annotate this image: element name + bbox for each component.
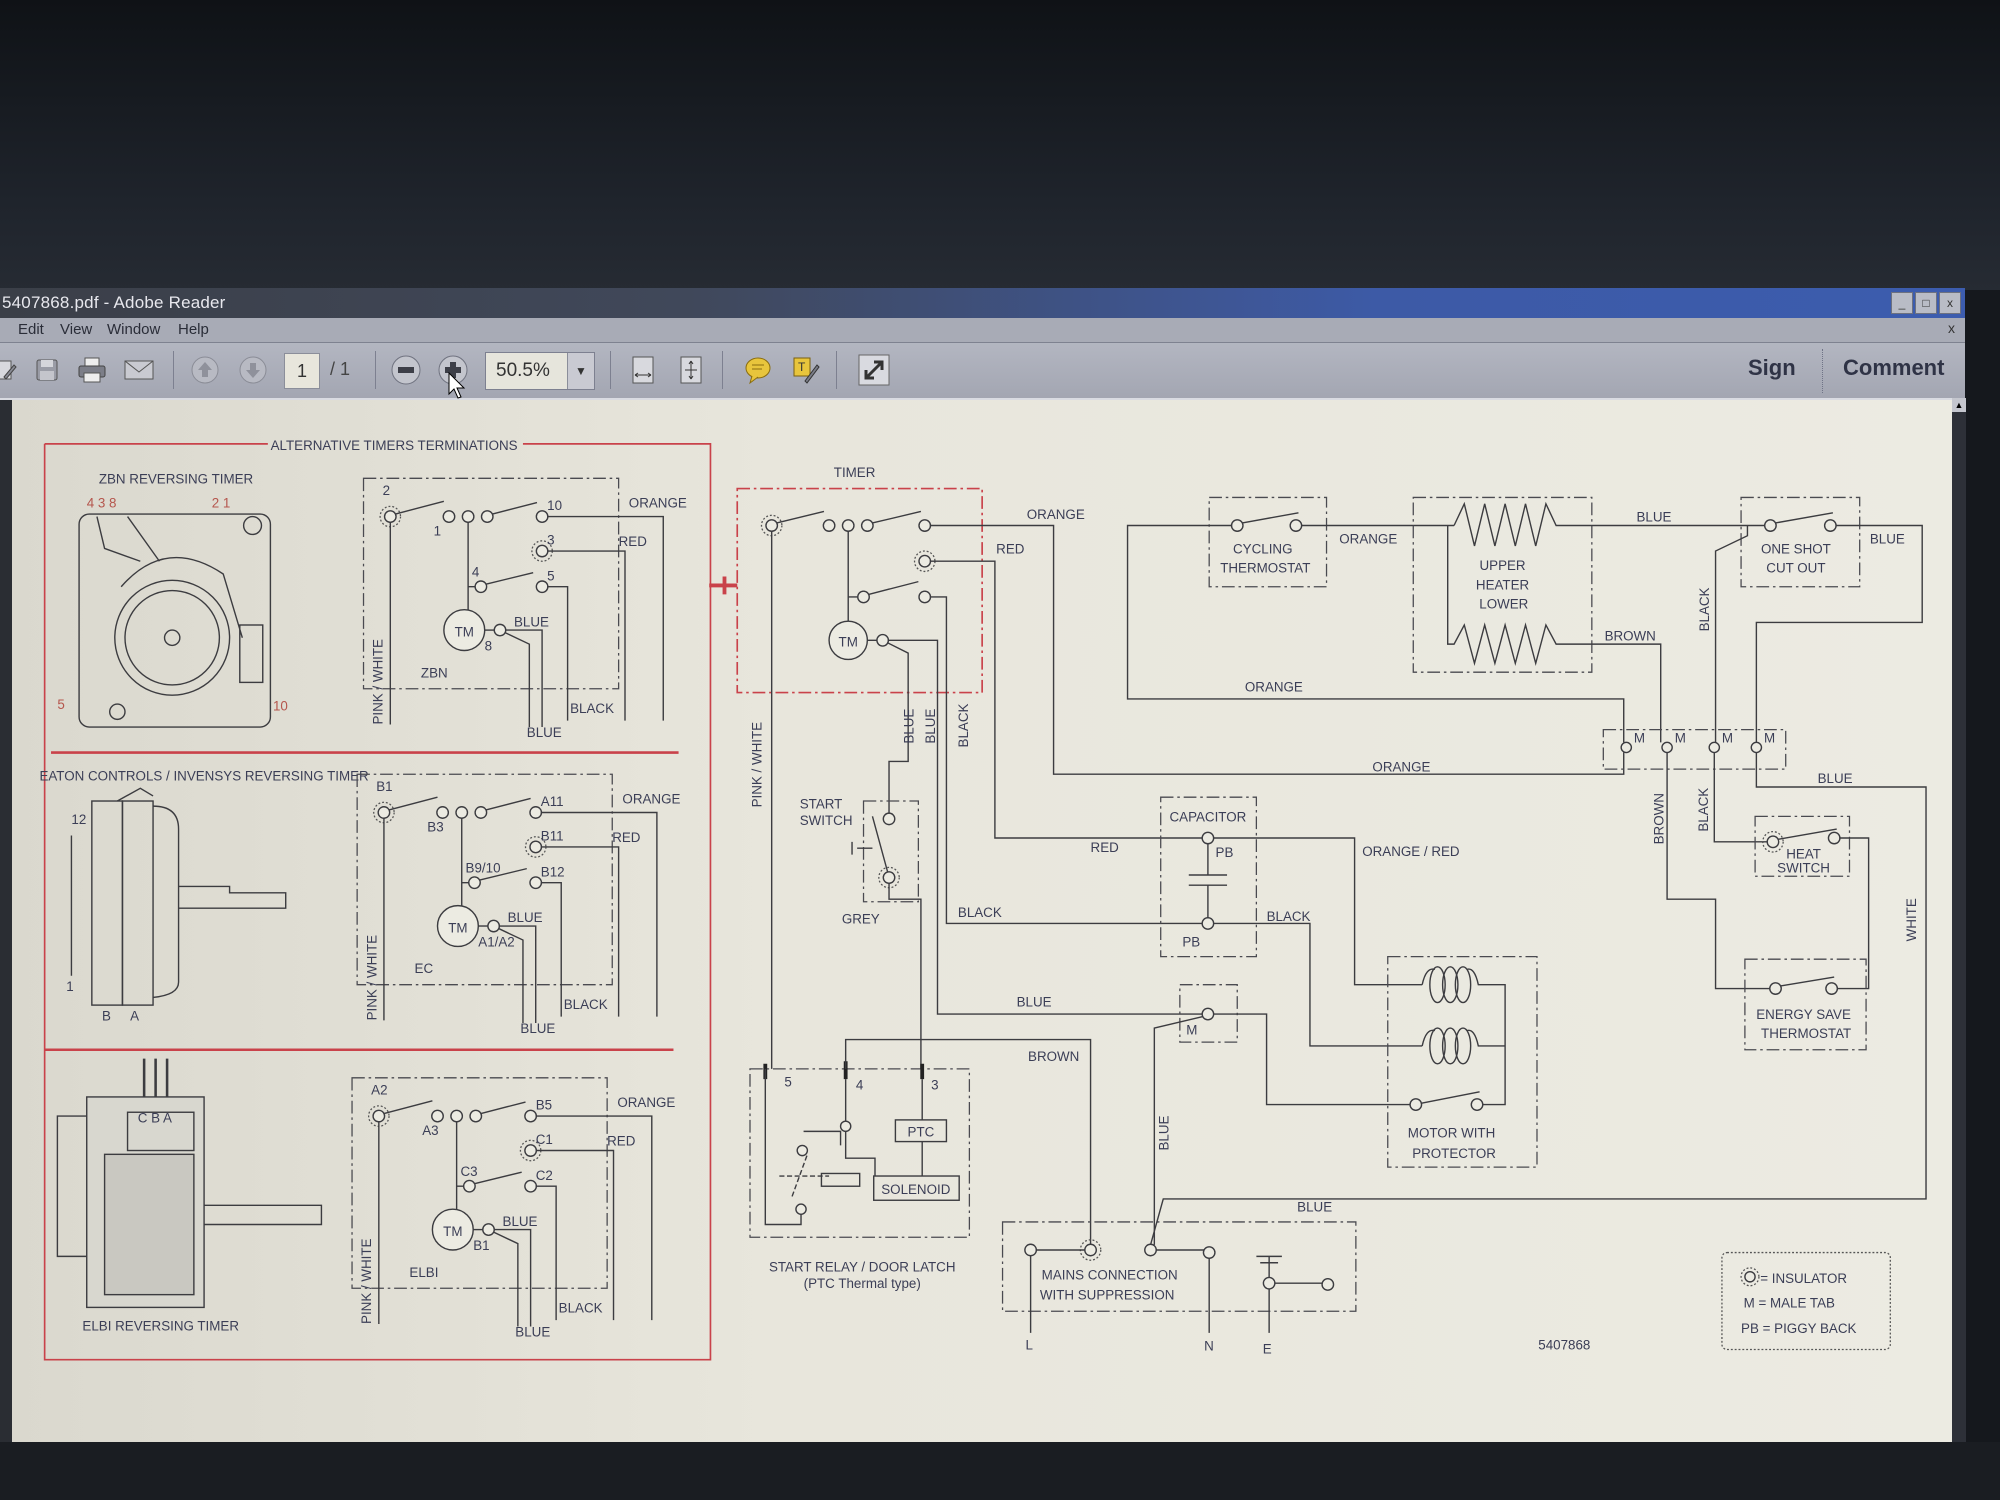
menu-help[interactable]: Help bbox=[178, 321, 209, 338]
maximize-button[interactable]: □ bbox=[1915, 292, 1937, 314]
fit-width-icon[interactable] bbox=[626, 353, 660, 387]
zoom-level-select[interactable]: 50.5% ▼ bbox=[485, 352, 595, 390]
create-icon[interactable] bbox=[0, 353, 22, 387]
svg-text:T: T bbox=[798, 360, 806, 374]
menu-bar: Edit View Window Help x bbox=[0, 318, 1965, 343]
page-number-input[interactable]: 1 bbox=[284, 353, 320, 389]
fit-page-icon[interactable] bbox=[674, 353, 708, 387]
menu-edit[interactable]: Edit bbox=[18, 321, 44, 338]
zoom-in-icon[interactable] bbox=[436, 353, 470, 387]
window-title: 5407868.pdf - Adobe Reader bbox=[2, 293, 226, 312]
page-total: / 1 bbox=[330, 359, 351, 379]
zoom-out-icon[interactable] bbox=[389, 353, 423, 387]
close-button[interactable]: x bbox=[1939, 292, 1961, 314]
close-document-button[interactable]: x bbox=[1948, 320, 1955, 336]
full-screen-icon[interactable] bbox=[857, 353, 891, 387]
sign-button[interactable]: Sign bbox=[1748, 355, 1796, 380]
chevron-down-icon[interactable]: ▼ bbox=[567, 353, 594, 389]
title-bar: 5407868.pdf - Adobe Reader _ □ x bbox=[0, 288, 1965, 318]
next-page-icon[interactable] bbox=[236, 353, 270, 387]
menu-window[interactable]: Window bbox=[107, 321, 161, 338]
zoom-level-value: 50.5% bbox=[496, 360, 550, 381]
document-page bbox=[0, 400, 1952, 1442]
minimize-button[interactable]: _ bbox=[1891, 292, 1913, 314]
menu-view[interactable]: View bbox=[60, 321, 93, 338]
previous-page-icon[interactable] bbox=[188, 353, 222, 387]
mouse-cursor bbox=[448, 371, 466, 405]
save-icon[interactable] bbox=[30, 353, 64, 387]
scroll-up-arrow-icon[interactable]: ▲ bbox=[1952, 398, 1966, 412]
comment-bubble-icon[interactable] bbox=[741, 353, 775, 387]
vertical-scrollbar[interactable] bbox=[1952, 398, 1966, 1444]
print-icon[interactable] bbox=[75, 353, 109, 387]
monitor-bezel bbox=[0, 0, 2000, 290]
toolbar: 1 / 1 50.5% ▼ T Sign Comment bbox=[0, 343, 1965, 400]
email-icon[interactable] bbox=[122, 353, 156, 387]
comment-button[interactable]: Comment bbox=[1843, 355, 1945, 380]
highlight-text-icon[interactable]: T bbox=[789, 353, 823, 387]
monitor-bottom-bezel bbox=[0, 1442, 2000, 1500]
navigation-pane-edge bbox=[0, 400, 12, 1442]
